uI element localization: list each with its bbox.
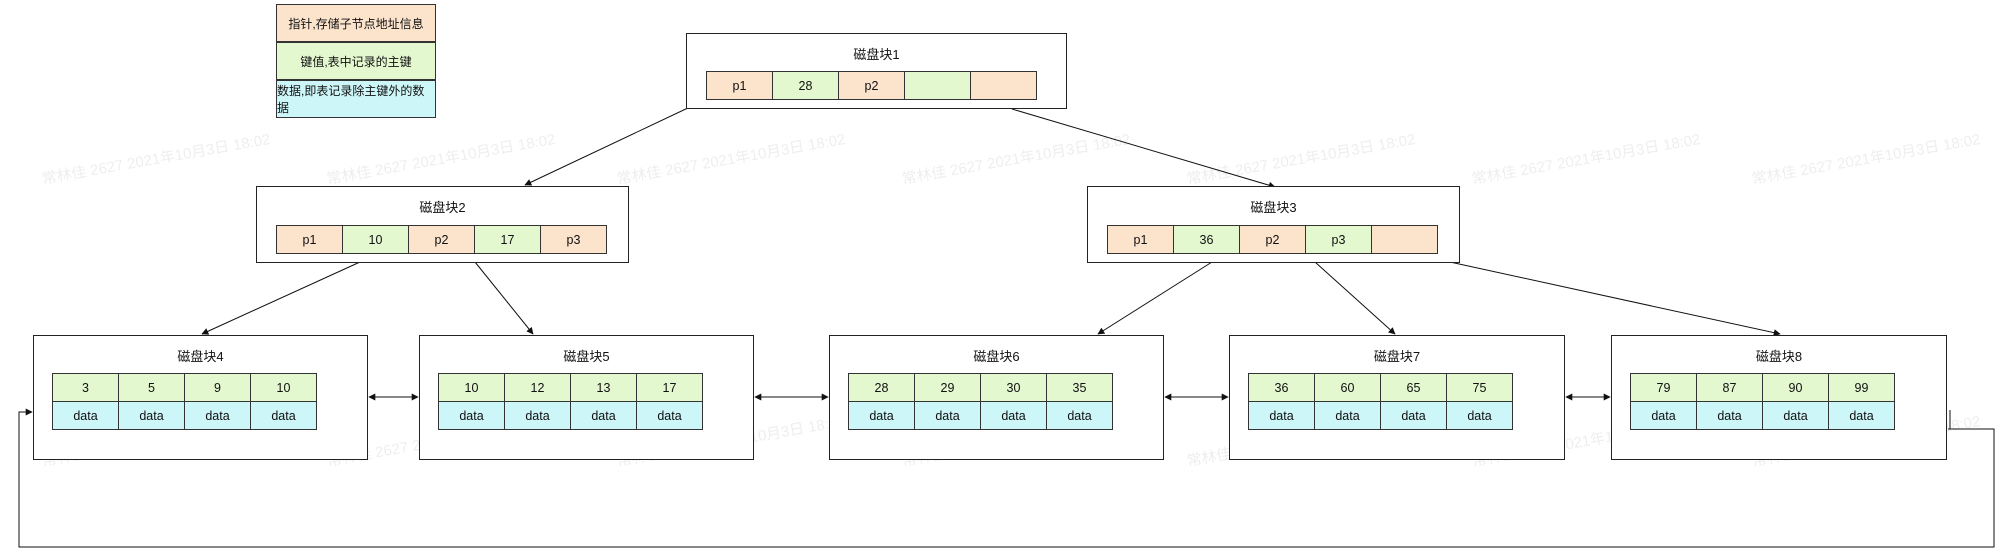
leaf-data-row: data data data data <box>848 401 1113 430</box>
data-cell: data <box>504 401 571 430</box>
leaf-key-row: 3 5 9 10 <box>52 373 317 402</box>
key-cell: p3 <box>1305 225 1372 254</box>
key-cell: 10 <box>250 373 317 402</box>
key-cell: 99 <box>1828 373 1895 402</box>
key-cell: 87 <box>1696 373 1763 402</box>
disk-block-4: 磁盘块4 3 5 9 10 data data data data <box>33 335 368 460</box>
key-cell: 35 <box>1046 373 1113 402</box>
key-cell <box>904 71 971 100</box>
block-cell-row: p1 36 p2 p3 <box>1107 225 1438 254</box>
edge-b1-b2 <box>524 106 691 186</box>
data-cell: data <box>1314 401 1381 430</box>
edge-b2-b4 <box>201 261 361 335</box>
leaf-key-row: 36 60 65 75 <box>1248 373 1513 402</box>
key-cell: 90 <box>1762 373 1829 402</box>
block-title: 磁盘块8 <box>1755 349 1803 364</box>
leaf-data-row: data data data data <box>1630 401 1895 430</box>
block-title: 磁盘块4 <box>177 349 224 364</box>
pointer-cell: p1 <box>706 71 773 100</box>
data-cell: data <box>636 401 703 430</box>
block-title: 磁盘块7 <box>1373 349 1421 364</box>
disk-block-3: 磁盘块3 p1 36 p2 p3 <box>1087 186 1460 263</box>
pointer-cell: p2 <box>1239 225 1306 254</box>
pointer-cell <box>970 71 1037 100</box>
key-cell: 79 <box>1630 373 1697 402</box>
pointer-cell <box>1371 225 1438 254</box>
pointer-cell: p3 <box>540 225 607 254</box>
key-cell: 3 <box>52 373 119 402</box>
leaf-key-row: 28 29 30 35 <box>848 373 1113 402</box>
pointer-cell: p1 <box>1107 225 1174 254</box>
edge-b3-b8 <box>1449 261 1781 337</box>
disk-block-8: 磁盘块8 79 87 90 99 data data data data <box>1611 335 1947 460</box>
leaf-data-row: data data data data <box>52 401 317 430</box>
leaf-data-row: data data data data <box>438 401 703 430</box>
data-cell: data <box>980 401 1047 430</box>
edge-b2-b5 <box>474 261 534 335</box>
key-cell: 17 <box>474 225 541 254</box>
edge-b3-b6 <box>1097 261 1213 335</box>
block-title: 磁盘块3 <box>1250 200 1297 215</box>
block-title: 磁盘块1 <box>853 47 900 62</box>
disk-block-5: 磁盘块5 10 12 13 17 data data data data <box>419 335 754 460</box>
leaf-key-row: 10 12 13 17 <box>438 373 703 402</box>
data-cell: data <box>250 401 317 430</box>
block-title: 磁盘块6 <box>973 349 1020 364</box>
block-title: 磁盘块2 <box>419 200 466 215</box>
key-cell: 5 <box>118 373 185 402</box>
key-cell: 9 <box>184 373 251 402</box>
data-cell: data <box>848 401 915 430</box>
key-cell: 36 <box>1248 373 1315 402</box>
key-cell: 13 <box>570 373 637 402</box>
key-cell: 10 <box>438 373 505 402</box>
leaf-key-row: 79 87 90 99 <box>1630 373 1895 402</box>
data-cell: data <box>438 401 505 430</box>
key-cell: 28 <box>772 71 839 100</box>
block-cell-row: p1 28 p2 <box>706 71 1037 100</box>
key-cell: 10 <box>342 225 409 254</box>
data-cell: data <box>914 401 981 430</box>
disk-block-1: 磁盘块1 p1 28 p2 <box>686 33 1067 109</box>
key-cell: 28 <box>848 373 915 402</box>
data-cell: data <box>1630 401 1697 430</box>
edge-b3-b7 <box>1314 261 1396 335</box>
data-cell: data <box>1046 401 1113 430</box>
leaf-data-row: data data data data <box>1248 401 1513 430</box>
data-cell: data <box>1380 401 1447 430</box>
data-cell: data <box>570 401 637 430</box>
pointer-cell: p2 <box>408 225 475 254</box>
legend-key: 键值,表中记录的主键 <box>276 42 436 80</box>
data-cell: data <box>1762 401 1829 430</box>
legend-pointer: 指针,存储子节点地址信息 <box>276 4 436 42</box>
data-cell: data <box>1696 401 1763 430</box>
key-cell: 36 <box>1173 225 1240 254</box>
data-cell: data <box>52 401 119 430</box>
data-cell: data <box>1828 401 1895 430</box>
disk-block-6: 磁盘块6 28 29 30 35 data data data data <box>829 335 1164 460</box>
block-cell-row: p1 10 p2 17 p3 <box>276 225 607 254</box>
edge-b1-b3 <box>1011 108 1276 189</box>
key-cell: 29 <box>914 373 981 402</box>
key-cell: 65 <box>1380 373 1447 402</box>
key-cell: 75 <box>1446 373 1513 402</box>
key-cell: 12 <box>504 373 571 402</box>
block-title: 磁盘块5 <box>563 349 610 364</box>
legend-data: 数据,即表记录除主键外的数据 <box>276 80 436 118</box>
pointer-cell: p2 <box>838 71 905 100</box>
pointer-cell: p1 <box>276 225 343 254</box>
data-cell: data <box>118 401 185 430</box>
data-cell: data <box>1248 401 1315 430</box>
data-cell: data <box>184 401 251 430</box>
key-cell: 60 <box>1314 373 1381 402</box>
disk-block-2: 磁盘块2 p1 10 p2 17 p3 <box>256 186 629 263</box>
key-cell: 30 <box>980 373 1047 402</box>
data-cell: data <box>1446 401 1513 430</box>
key-cell: 17 <box>636 373 703 402</box>
disk-block-7: 磁盘块7 36 60 65 75 data data data data <box>1229 335 1565 460</box>
